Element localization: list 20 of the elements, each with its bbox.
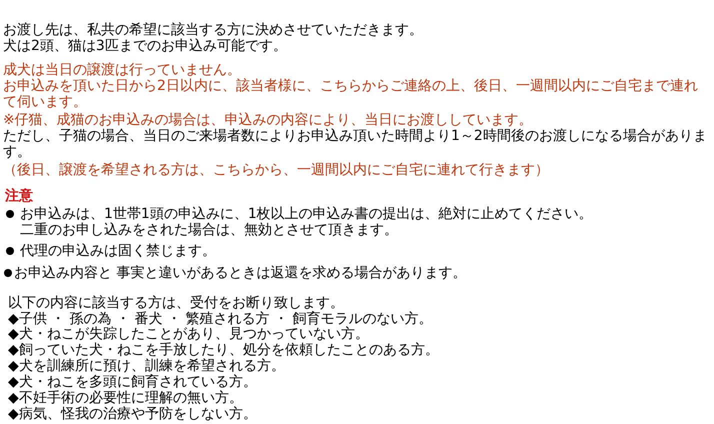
list-item: ◆子供 ・ 孫の為 ・ 番犬 ・ 繁殖される方 ・ 飼育モラルのない方。: [8, 311, 434, 327]
rule-text: お申込み内容と 事実と違いがあるときは返還を求める場合があります。: [14, 265, 468, 281]
list-item: ◆犬・ねこを多頭に飼育されている方。: [8, 374, 258, 390]
notice-text: 以下の内容に該当する方は、受付をお断り致します。: [8, 295, 345, 311]
list-item: ◆飼っていた犬・ねこを手放したり、処分を依頼したことのある方。: [8, 342, 440, 358]
notice-text: 成犬は当日の譲渡は行っていません。: [3, 62, 242, 78]
rule-text: お申込みは、1世帯1頭の申込みに、1枚以上の申込み書の提出は、絶対に止めてください。: [20, 206, 594, 222]
list-item: ◆病気、怪我の治療や予防をしない方。: [8, 406, 258, 422]
list-item: ◆犬・ねこが失踪したことがあり、見つかっていない方。: [8, 326, 370, 342]
notice-text: （後日、譲渡を希望される方は、こちらから、一週間以内にご自宅に連れて行きます）: [3, 162, 550, 178]
list-item: ◆不妊手術の必要性に理解の無い方。: [8, 390, 244, 406]
notice-text: ※仔猫、成猫のお申込みの場合は、申込みの内容により、当日にお渡ししています。: [3, 112, 534, 128]
section-heading: 注意: [5, 188, 34, 204]
notice-text: お申込みを頂いた日から2日以内に、該当者様に、こちらからご連絡の上、後日、一週間以内にご自宅まで連れて伺います。: [3, 78, 699, 110]
rule-text: 二重のお申し込みをされた場合は、無効とさせて頂きます。: [20, 222, 399, 238]
notice-text: ただし、子猫の場合、当日のご来場者数によりお申込み頂いた時間より1～2時間後のお渡しになる場合があります。: [3, 128, 708, 160]
notice-text: お渡し先は、私共の希望に該当する方に決めさせていただきます。: [3, 22, 424, 38]
rule-text: 代理の申込みは固く禁じます。: [20, 243, 217, 259]
list-item: ◆犬を訓練所に預け、訓練を希望される方。: [8, 358, 286, 374]
notice-text: 犬は2頭、猫は3匹までのお申込み可能です。: [3, 38, 288, 54]
